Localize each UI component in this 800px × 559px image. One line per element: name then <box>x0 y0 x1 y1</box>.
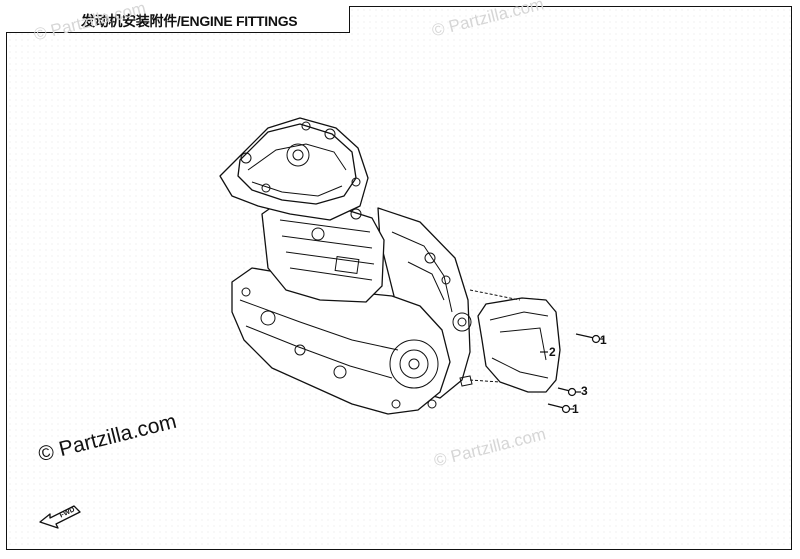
sprocket-cover <box>477 297 561 393</box>
callout-3: 3 <box>581 384 588 398</box>
diagram-title: 发动机安装附件/ENGINE FITTINGS <box>81 13 298 29</box>
callout-1: 1 <box>572 402 579 416</box>
fwd-arrow-icon: FWD <box>39 505 81 529</box>
callout-2: 2 <box>549 345 556 359</box>
title-box: 发动机安装附件/ENGINE FITTINGS <box>6 6 350 33</box>
callout-1: 1 <box>600 333 607 347</box>
